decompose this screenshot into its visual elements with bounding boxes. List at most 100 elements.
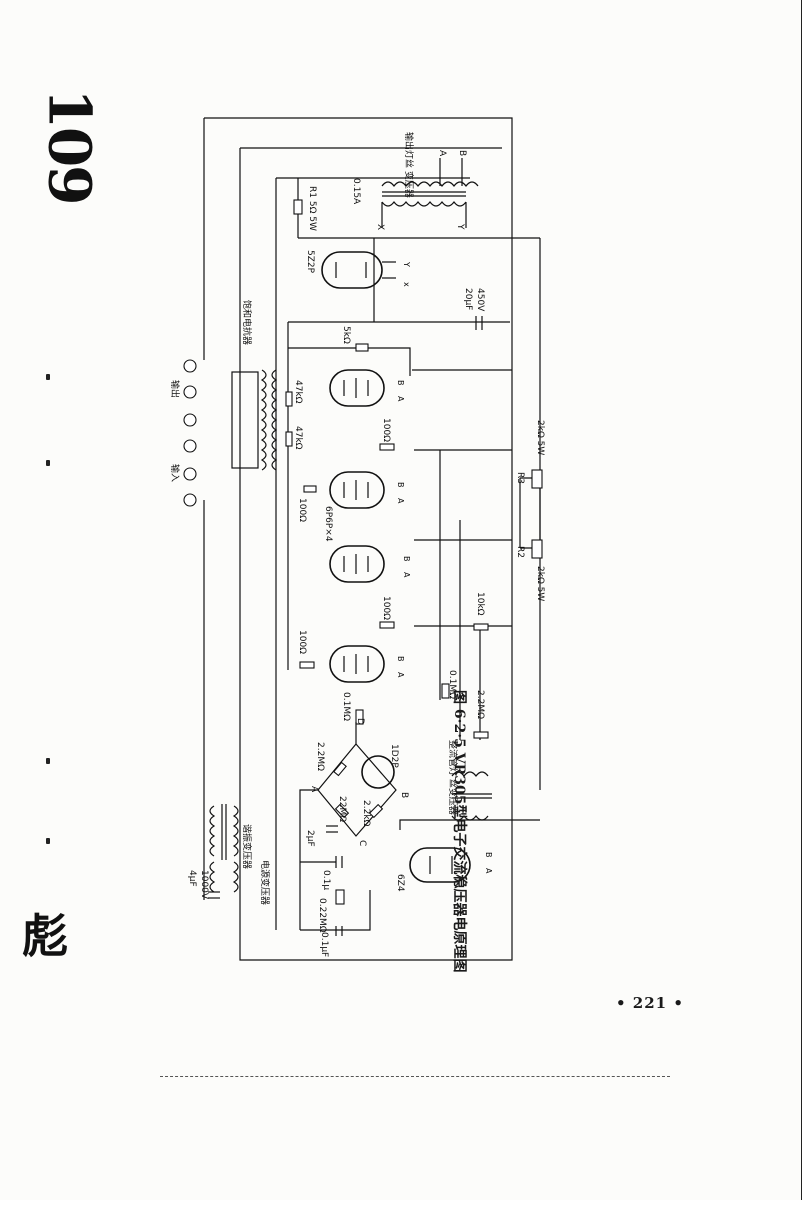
figure-caption: 图 6·2·5 VR305型电子交流稳压器电原理图 [451, 690, 467, 973]
tube2-pin-b: B [396, 482, 405, 488]
cap-450v-label: 450V [475, 288, 485, 312]
node-b-label: B [399, 792, 409, 798]
tube4-pin-b: B [396, 656, 405, 662]
binding-hole-dot [46, 758, 50, 764]
r-100-d-resistor [299, 661, 315, 669]
tube2-pin-a: A [396, 498, 405, 504]
r-47k-a-label: 47kΩ [293, 380, 303, 404]
r-22m-b-resistor [473, 731, 489, 739]
output-terminal-label: 输出 [169, 380, 181, 398]
bottom-rule [160, 1076, 670, 1077]
r-22m-b-label: 2.2MΩ [475, 690, 485, 719]
r-5k-resistor [355, 343, 369, 352]
r2-resistor [531, 539, 543, 559]
r-47k-b-label: 47kΩ [293, 426, 303, 450]
r-10k-label: 10kΩ [475, 592, 485, 616]
terminal-b-label: B [457, 150, 467, 156]
rectifier-filament-tx-label: 整流管灯 丝变压器 [447, 740, 459, 815]
power-tube-2 [329, 471, 385, 509]
rectifier-y-label: Y [402, 261, 411, 267]
r-47k-b-resistor [285, 431, 293, 447]
tube3-pin-a: A [402, 572, 411, 578]
cap-1000v-label: 1000V [199, 870, 209, 900]
input-terminal-label: 输入 [169, 464, 181, 482]
cap-2uf-label: 2μF [305, 830, 315, 847]
r-10k-resistor [473, 623, 489, 631]
binding-hole-dot [46, 460, 50, 466]
terminal-a-label: A [437, 150, 447, 157]
node-d-label: D [355, 718, 365, 725]
capacitor-01uf-bottom [335, 926, 343, 936]
rectifier-6z4-label: 6Z4 [395, 874, 405, 892]
resonant-transformer-label: 谐振变压器 [241, 824, 253, 869]
rectifier-tube-6z4 [409, 847, 471, 883]
cap-01u-label: 0.1μ [321, 870, 331, 890]
r3-label: R3 [515, 472, 525, 484]
r-100-d-label: 100Ω [297, 630, 307, 654]
saturable-reactor [231, 369, 278, 471]
output-filament-transformer [381, 158, 479, 228]
power-tube-3 [329, 545, 385, 583]
saturable-reactor-label: 饱和电抗器 [241, 300, 253, 345]
r2-label: R2 [515, 546, 525, 558]
node-c-label: C [357, 840, 367, 846]
6z4-pin-b: B [484, 852, 493, 858]
cap-4uf-label: 4μF [187, 870, 197, 887]
power-tube-type-label: 6P6P×4 [323, 506, 333, 542]
binding-hole-dot [46, 838, 50, 844]
r-100-a-label: 100Ω [381, 418, 391, 442]
power-tube-1 [329, 369, 385, 407]
tube4-pin-a: A [396, 672, 405, 678]
r-47k-a-resistor [285, 391, 293, 407]
r-022m-resistor [335, 889, 345, 905]
r-01m-b-label: 0.1MΩ [447, 670, 457, 699]
cap-20uf-label: 20μF [463, 288, 473, 310]
r1-resistor [293, 199, 303, 215]
margin-stamp-character: 彪 [22, 909, 68, 963]
rectifier-tube-5z2p [321, 251, 396, 289]
page-number: • 221 • [616, 994, 684, 1012]
rectifier-filament-transformer [451, 771, 492, 821]
r2-value-label: 2kΩ 5W [535, 566, 545, 601]
r-01m-b-resistor [441, 683, 450, 699]
terminal-x-label: X [375, 224, 385, 230]
coupling-capacitors [300, 825, 343, 868]
6z4-pin-a: A [484, 868, 493, 874]
r-100-a-resistor [379, 443, 395, 451]
capacitor-4uf [208, 891, 220, 899]
r-22m-c-label: 22MΩ [337, 796, 347, 822]
power-transformer-label: 电源变压器 [259, 860, 271, 905]
rectifier-tube-label: 5Z2P [305, 250, 315, 274]
diode-tube-1d2p [361, 755, 395, 789]
r-100-b-resistor [303, 485, 317, 493]
r3-resistor [531, 469, 543, 489]
tube1-pin-b: B [396, 380, 405, 386]
binding-hole-dot [46, 374, 50, 380]
tube3-pin-b: B [402, 556, 411, 562]
r-01m-a-resistor [355, 709, 364, 725]
filter-capacitor-20uf [475, 316, 483, 330]
cap-01uf-bottom-label: 0.1μF [319, 932, 329, 957]
output-filament-transformer-label: 输出灯丝 变压器 [403, 132, 415, 198]
node-a-label: A [309, 786, 319, 793]
r3-value-label: 2kΩ 5W [535, 420, 545, 455]
rectifier-x-label: x [402, 282, 411, 287]
fuse-label: 0.15A [351, 178, 361, 205]
terminal-circles [183, 359, 197, 507]
r-22m-a-label: 2.2MΩ [315, 742, 325, 771]
r-100-b-label: 100Ω [297, 498, 307, 522]
frame-wires [203, 117, 541, 961]
r-01m-a-label: 0.1MΩ [341, 692, 351, 721]
r-100-c-label: 100Ω [381, 596, 391, 620]
r-5k-label: 5kΩ [341, 326, 351, 344]
tube1-pin-a: A [396, 396, 405, 402]
r-022m-label: 0.22MΩ [317, 898, 327, 933]
r-100-c-resistor [379, 621, 395, 629]
power-tube-4 [329, 645, 385, 683]
r1-label: R1 5Ω 5W [307, 186, 317, 231]
terminal-y-label: Y [455, 223, 465, 230]
resonant-transformer [209, 804, 239, 893]
bridge-network [317, 722, 397, 837]
